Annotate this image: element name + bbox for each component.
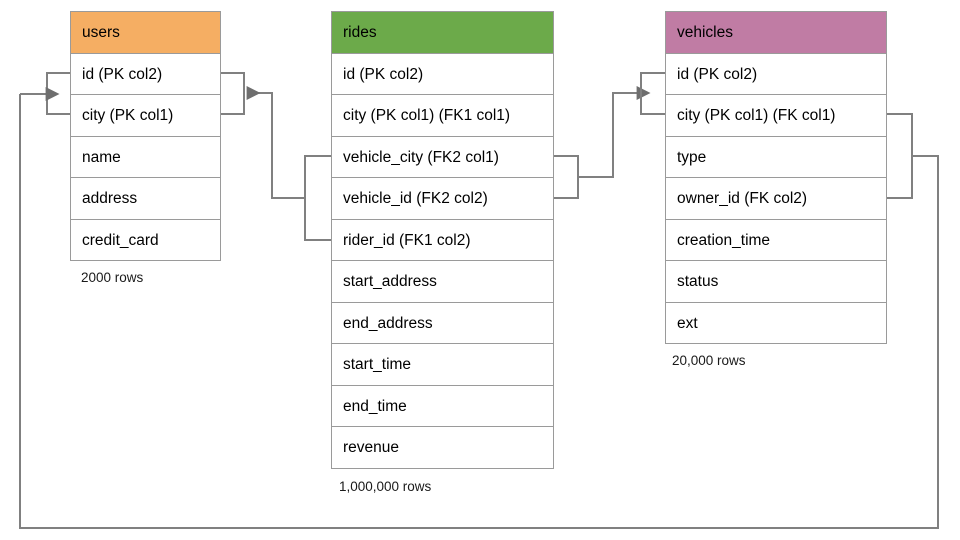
entity-header-rides[interactable]: rides	[332, 12, 553, 54]
field-row[interactable]: start_address	[332, 261, 553, 303]
link-vehicles-right-bracket	[887, 113, 913, 199]
entity-table-rides[interactable]: rides id (PK col2) city (PK col1) (FK1 c…	[331, 11, 554, 469]
field-row[interactable]: status	[666, 261, 886, 303]
link-vehicles-left-bracket	[640, 72, 665, 115]
link-rides-to-users	[304, 155, 331, 241]
field-row[interactable]: type	[666, 136, 886, 178]
link-users-right-bracket	[221, 72, 245, 115]
field-row[interactable]: vehicle_id (FK2 col2)	[332, 178, 553, 220]
field-row[interactable]: id (PK col2)	[71, 53, 220, 95]
field-row[interactable]: owner_id (FK col2)	[666, 178, 886, 220]
link-rides-to-users-run	[246, 86, 305, 199]
link-rides-to-vehicles-run	[578, 86, 651, 178]
field-row[interactable]: revenue	[332, 427, 553, 469]
entity-table-vehicles[interactable]: vehicles id (PK col2) city (PK col1) (FK…	[665, 11, 887, 344]
entity-header-users[interactable]: users	[71, 12, 220, 54]
field-row[interactable]: vehicle_city (FK2 col1)	[332, 136, 553, 178]
field-row[interactable]: rider_id (FK1 col2)	[332, 219, 553, 261]
field-row[interactable]: id (PK col2)	[332, 53, 553, 95]
row-count-rides: 1,000,000 rows	[339, 479, 432, 494]
field-row[interactable]: end_address	[332, 302, 553, 344]
row-count-vehicles: 20,000 rows	[672, 353, 746, 368]
field-row[interactable]: city (PK col1)	[71, 95, 220, 137]
link-rides-right-bracket	[554, 155, 579, 199]
field-row[interactable]: address	[71, 178, 220, 220]
field-row[interactable]: credit_card	[71, 219, 220, 261]
field-row[interactable]: end_time	[332, 385, 553, 427]
field-row[interactable]: creation_time	[666, 219, 886, 261]
entity-table-users[interactable]: users id (PK col2) city (PK col1) name a…	[70, 11, 221, 261]
row-count-users: 2000 rows	[81, 270, 144, 285]
entity-header-vehicles[interactable]: vehicles	[666, 12, 886, 54]
field-row[interactable]: name	[71, 136, 220, 178]
field-row[interactable]: start_time	[332, 344, 553, 386]
field-row[interactable]: city (PK col1) (FK col1)	[666, 95, 886, 137]
link-users-left-bracket	[46, 72, 70, 115]
field-row[interactable]: ext	[666, 302, 886, 344]
field-row[interactable]: city (PK col1) (FK1 col1)	[332, 95, 553, 137]
field-row[interactable]: id (PK col2)	[666, 53, 886, 95]
